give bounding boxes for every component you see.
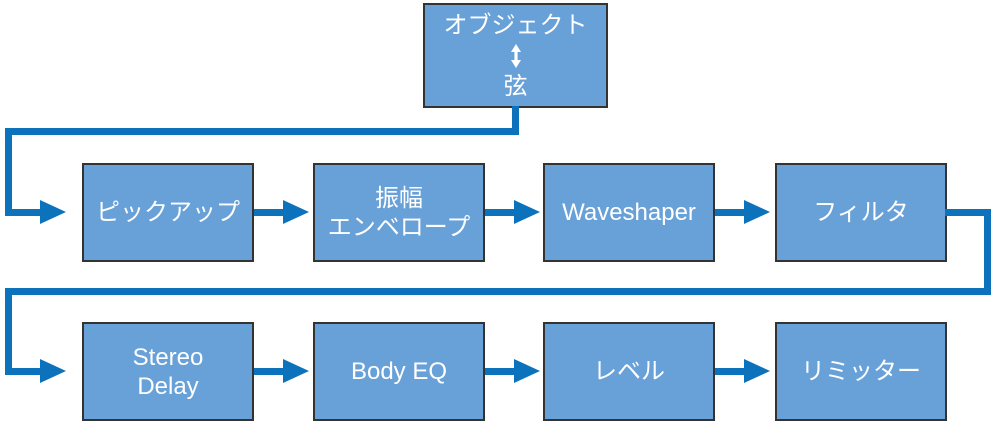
arrowhead-waveshaper-filter (744, 200, 770, 224)
node-stereo-delay-label-line1: Stereo (132, 343, 204, 371)
connector-stereodelay-bodyeq-stem (254, 368, 285, 375)
node-level-label: レベル (593, 358, 665, 385)
node-body-eq-label: Body EQ (350, 358, 448, 385)
arrowhead-level-limiter (744, 359, 770, 383)
node-filter: フィルタ (775, 163, 947, 262)
node-pickup-label: ピックアップ (96, 199, 240, 226)
connector-middle-horizontal (5, 288, 991, 295)
connector-filter-exit (945, 209, 991, 216)
connector-into-pickup-stem (5, 209, 42, 216)
node-object-string: オブジェクト 弦 (423, 3, 608, 108)
connector-right-vertical (984, 209, 991, 295)
connector-top-horizontal (5, 128, 519, 135)
arrowhead-stereodelay-bodyeq (283, 359, 309, 383)
connector-into-stereodelay-stem (5, 368, 42, 375)
node-stereo-delay-label-line2: Delay (137, 372, 199, 400)
node-waveshaper: Waveshaper (543, 163, 715, 262)
node-object-label: オブジェクト (443, 11, 588, 39)
connector-object-drop (512, 106, 519, 135)
node-waveshaper-label: Waveshaper (562, 199, 696, 226)
node-limiter: リミッター (775, 322, 947, 421)
node-pickup: ピックアップ (82, 163, 254, 262)
connector-waveshaper-filter-stem (715, 209, 746, 216)
node-filter-label: フィルタ (813, 199, 909, 226)
connector-bodyeq-level-stem (485, 368, 516, 375)
arrowhead-into-pickup (40, 200, 66, 224)
node-limiter-label: リミッター (801, 358, 921, 385)
connector-left-vertical-2 (5, 288, 12, 375)
node-body-eq: Body EQ (313, 322, 485, 421)
arrowhead-pickup-ampenv (283, 200, 309, 224)
node-string-label: 弦 (503, 72, 528, 100)
bidirectional-arrow-icon (510, 43, 521, 68)
node-stereo-delay: Stereo Delay (82, 322, 254, 421)
connector-left-vertical-1 (5, 128, 12, 216)
connector-pickup-ampenv-stem (254, 209, 285, 216)
arrowhead-bodyeq-level (514, 359, 540, 383)
connector-level-limiter-stem (715, 368, 746, 375)
arrowhead-into-stereodelay (40, 359, 66, 383)
arrowhead-ampenv-waveshaper (514, 200, 540, 224)
connector-ampenv-waveshaper-stem (485, 209, 516, 216)
node-amp-envelope-label-line2: エンベロープ (327, 213, 471, 241)
node-level: レベル (543, 322, 715, 421)
node-amp-envelope-label-line1: 振幅 (375, 184, 423, 212)
node-amp-envelope: 振幅 エンベロープ (313, 163, 485, 262)
